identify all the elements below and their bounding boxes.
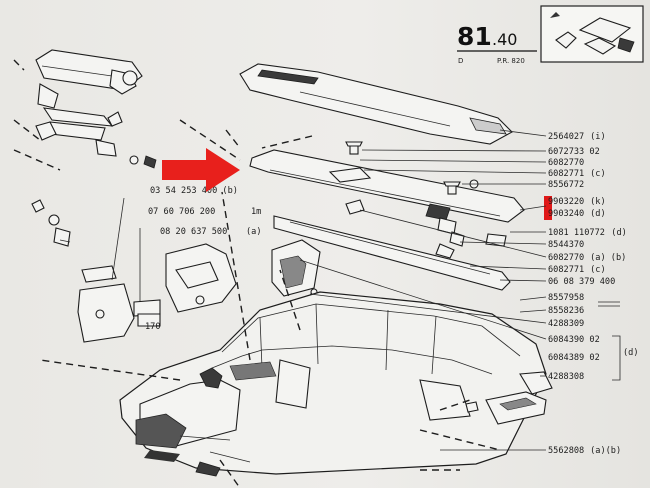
highlight-arrow (162, 148, 240, 192)
label-hardware-b: 03 54 253 400 (b) (150, 186, 238, 196)
part-number-note: (c) (590, 169, 606, 179)
group-bracket-note: (d) (623, 348, 639, 358)
label-bracket-a-note: (a) (246, 227, 262, 237)
dimension-label-170: 170 (145, 322, 161, 332)
left-support-bracket (133, 243, 237, 327)
part-number-row: 6072733 02 (548, 147, 600, 157)
scuttle-panel-lower (249, 149, 525, 259)
part-number-row: 1081 110772 (548, 228, 605, 238)
car-body-shell (119, 291, 547, 477)
header-right-code: P.R. 820 (497, 57, 525, 65)
scuttle-panel-upper (239, 63, 513, 145)
guide-lines (39, 119, 501, 488)
part-number-row: 4288308 (548, 372, 584, 382)
part-number-row: 8556772 (548, 180, 584, 190)
part-number-row: 6084389 02 (548, 353, 600, 363)
part-number-note: (c) (590, 265, 606, 275)
part-number-row: 8558236 (548, 306, 584, 316)
header-left-code: D (458, 57, 463, 65)
page-header: 81 .40 D P.R. 820 (457, 22, 537, 65)
group-bracket (612, 335, 621, 381)
part-number-row: 6082771 (548, 169, 584, 179)
part-number-row: 9903240 (548, 209, 584, 219)
part-number-row: 6082771 (548, 265, 584, 275)
page-number-main: 81 (457, 22, 492, 51)
part-number-row: 6082770 (548, 158, 584, 168)
wiper-motor-assembly (35, 49, 157, 169)
part-number-row: 8544370 (548, 240, 584, 250)
part-number-note: (d) (611, 228, 627, 238)
part-number-row: 8557958 (548, 293, 584, 303)
left-fasteners (31, 199, 135, 343)
seal-strip (273, 215, 511, 291)
side-closing-panel (271, 239, 321, 297)
part-number-row: 6082770 (548, 253, 584, 263)
part-number-row: 4288309 (548, 319, 584, 329)
highlight-bar (544, 196, 552, 220)
label-strip-length: 1m (251, 207, 261, 217)
page-number-sub: .40 (492, 30, 517, 49)
part-number-note: (a) (b) (590, 253, 626, 263)
part-number-row: 5562808 (548, 446, 584, 456)
part-number-list: 2564027(i)6072733 0260827706082771(c)855… (548, 132, 627, 456)
part-number-row: 9903220 (548, 197, 584, 207)
part-number-row: 06 08 379 400 (548, 277, 615, 287)
label-strip: 07 60 706 200 (148, 207, 215, 217)
part-number-row: 6084390 02 (548, 335, 600, 345)
part-number-note: (d) (590, 209, 606, 219)
part-number-note: (a)(b) (590, 446, 621, 456)
label-bracket-a: 08 20 637 500 (160, 227, 227, 237)
locator-thumbnail (540, 5, 644, 63)
right-brackets (465, 371, 553, 425)
part-number-note: (i) (590, 132, 606, 142)
leader-lines (299, 129, 620, 451)
part-number-row: 2564027 (548, 132, 584, 142)
part-number-note: (k) (590, 197, 606, 207)
